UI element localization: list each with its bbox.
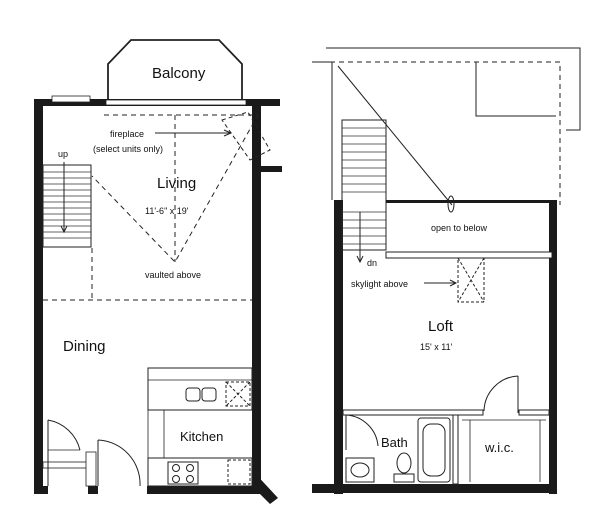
corner-wall: [252, 470, 278, 504]
left-wall: [34, 99, 43, 494]
fireplace-note: (select units only): [93, 144, 163, 154]
bottom-wall-mid: [88, 486, 98, 494]
loft-bottom-wall: [312, 484, 557, 493]
loft-guard: [385, 251, 553, 259]
kitchen-label: Kitchen: [180, 429, 223, 444]
fireplace-label: fireplace: [110, 129, 144, 139]
skylight: skylight above: [351, 257, 485, 303]
pendant-light-icon: [447, 195, 455, 213]
stair-down: dn: [341, 119, 387, 268]
stair-up-label: up: [58, 149, 68, 159]
sightline: [337, 65, 453, 206]
open-to-below-label: open to below: [431, 223, 488, 233]
kitchen-counters: [147, 367, 253, 487]
upper-outline-dashed: [330, 61, 561, 205]
fireplace: fireplace (select units only): [93, 111, 271, 161]
skylight-label: skylight above: [351, 279, 408, 289]
loft-rail: [386, 200, 552, 203]
vaulted-ceiling-outline: [91, 114, 259, 263]
upper-floor-plan: dn open to below skylight above Loft 15'…: [312, 47, 581, 494]
stair-up: up: [42, 149, 92, 248]
loft-left-wall: [334, 200, 343, 494]
entry-doors: [42, 419, 141, 487]
living-dimensions: 11'-6" x 19': [145, 206, 189, 216]
stair-down-label: dn: [367, 258, 377, 268]
right-wall: [252, 99, 261, 494]
bathroom-fixtures: [345, 414, 451, 483]
lower-floor-plan: Balcony: [34, 39, 282, 504]
loft-right-wall: [549, 200, 557, 494]
bottom-wall-right: [147, 486, 252, 494]
bottom-wall-left: [34, 486, 48, 494]
bath-label: Bath: [381, 435, 408, 450]
loft-label: Loft: [428, 318, 454, 335]
closet-label: w.i.c.: [484, 440, 514, 455]
vaulted-label: vaulted above: [145, 270, 201, 280]
living-label: Living: [157, 175, 196, 192]
balcony-label: Balcony: [152, 65, 206, 82]
loft-dimensions: 15' x 11': [420, 342, 453, 352]
balcony-outline: [107, 39, 243, 101]
dining-label: Dining: [63, 338, 106, 355]
